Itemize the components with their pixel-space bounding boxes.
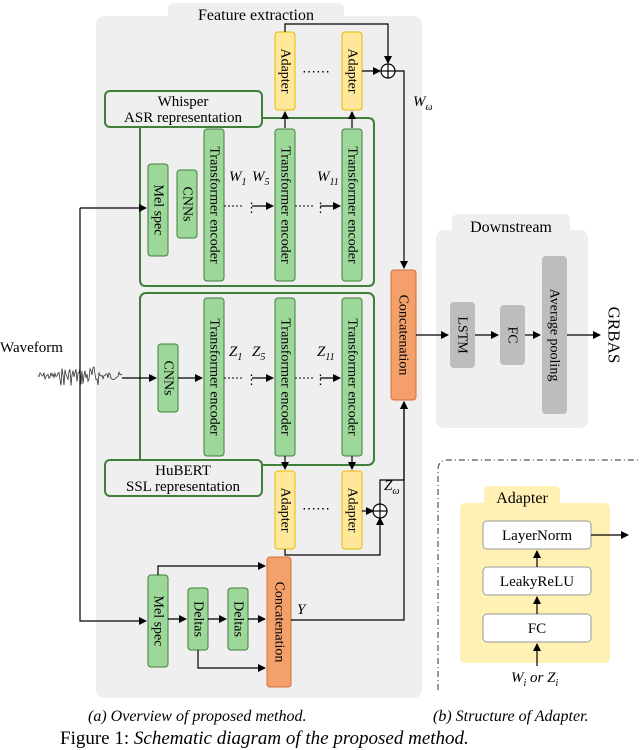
mel-spec-label: Mel spec (151, 596, 166, 647)
fc-label: FC (505, 326, 520, 343)
feature-extraction-title: Feature extraction (198, 7, 314, 24)
whisper-vdots-1: ⋮ (245, 200, 258, 215)
hubert-vdots-2: ⋮ (314, 372, 327, 387)
hubert-cnns-label: CNNs (161, 360, 176, 395)
whisper-cnns-label: CNNs (180, 186, 195, 221)
whisper-transformer-1-label: Transformer encoder (207, 146, 222, 264)
deltas-1-label: Deltas (191, 601, 206, 637)
pooling-label: Average pooling (547, 289, 562, 382)
figure-caption: Figure 1: Schematic diagram of the propo… (60, 728, 469, 750)
hubert-transformer-5-label: Transformer encoder (278, 318, 293, 436)
arrow-hadapter1-sum (284, 517, 384, 556)
whisper-label: Whisper (158, 94, 209, 110)
bottom-concatenation-label: Concatenation (272, 582, 287, 663)
whisper-transformer-5-label: Transformer encoder (278, 146, 293, 264)
hubert-adapter-2 (341, 470, 363, 550)
whisper-vdots-2: ⋮ (314, 200, 327, 215)
hubert-subtitle: SSL representation (126, 479, 241, 495)
whisper-transformer-5 (274, 128, 296, 282)
label-z-omega: Zω (384, 478, 399, 497)
label-z1: Z1 (229, 344, 242, 363)
label-y: Y (297, 602, 307, 618)
adapter-section-divider (437, 459, 640, 690)
arrow-deltas1-concat (197, 650, 266, 672)
label-w11: W11 (317, 169, 339, 188)
figure-caption-text: Schematic diagram of the proposed method… (133, 728, 469, 749)
label-w-omega: Wω (413, 94, 433, 113)
adapter-fc-label: FC (528, 621, 546, 637)
downstream-title: Downstream (470, 219, 552, 236)
adapter-structure-title-bg (484, 486, 560, 510)
deltas-2-label: Deltas (231, 601, 246, 637)
hubert-adapter-2-label: Adapter (345, 487, 360, 532)
bottom-concatenation-block (266, 556, 292, 688)
main-concatenation-label: Concatenation (396, 295, 411, 376)
leakyrelu-label: LeakyReLU (500, 574, 574, 590)
arrow-y-to-main-concat (291, 401, 408, 621)
caption-b: (b) Structure of Adapter. (433, 708, 589, 725)
hubert-adapter-1-label: Adapter (278, 487, 293, 532)
label-w5: W5 (252, 169, 270, 188)
arrow-wave-to-mel (79, 378, 147, 625)
whisper-cnns-block (176, 169, 198, 239)
whisper-adapter-2-label: Adapter (345, 48, 360, 93)
pooling-block (542, 256, 567, 414)
hubert-label: HuBERT (155, 463, 211, 479)
feature-extraction-title-bg (168, 3, 344, 27)
figure-caption-prefix: Figure 1: (60, 728, 130, 749)
caption-a: (a) Overview of proposed method. (88, 708, 307, 725)
whisper-adapter-dots: ⋯⋯ (302, 65, 330, 80)
whisper-transformer-1 (203, 128, 225, 282)
adapter-structure-title: Adapter (496, 490, 548, 507)
adapter-input-label: Wi or Zi (511, 670, 558, 689)
label-w1: W1 (229, 169, 247, 188)
whisper-adapter-1-label: Adapter (278, 48, 293, 93)
whisper-mel-spec-block (147, 163, 169, 257)
hubert-vdots-1: ⋮ (245, 372, 258, 387)
hubert-transformer-11-label: Transformer encoder (345, 318, 360, 436)
arrow-mel-to-concat (157, 562, 266, 575)
arrow-adapter1-sum (284, 23, 392, 64)
whisper-mel-spec-label: Mel spec (151, 185, 166, 236)
lstm-block (450, 302, 475, 368)
label-z11: Z11 (317, 344, 335, 363)
lstm-label: LSTM (455, 316, 470, 354)
whisper-label-box (104, 90, 263, 128)
whisper-transformer-11 (341, 128, 363, 282)
fc-block (500, 305, 525, 365)
hubert-transformer-1 (203, 297, 225, 457)
arrow-sum-to-concat (395, 70, 408, 269)
downstream-title-bg (452, 214, 570, 238)
label-z5: Z5 (252, 344, 265, 363)
layernorm-label: LayerNorm (502, 528, 572, 544)
whisper-transformer-11-label: Transformer encoder (345, 146, 360, 264)
hubert-transformer-1-label: Transformer encoder (207, 318, 222, 436)
hubert-adapter-dots: ⋯⋯ (302, 502, 330, 517)
hubert-label-box (104, 459, 263, 497)
grbas-output: GRBAS (605, 307, 624, 364)
whisper-subtitle: ASR representation (124, 110, 242, 126)
waveform-label: Waveform (0, 340, 63, 356)
